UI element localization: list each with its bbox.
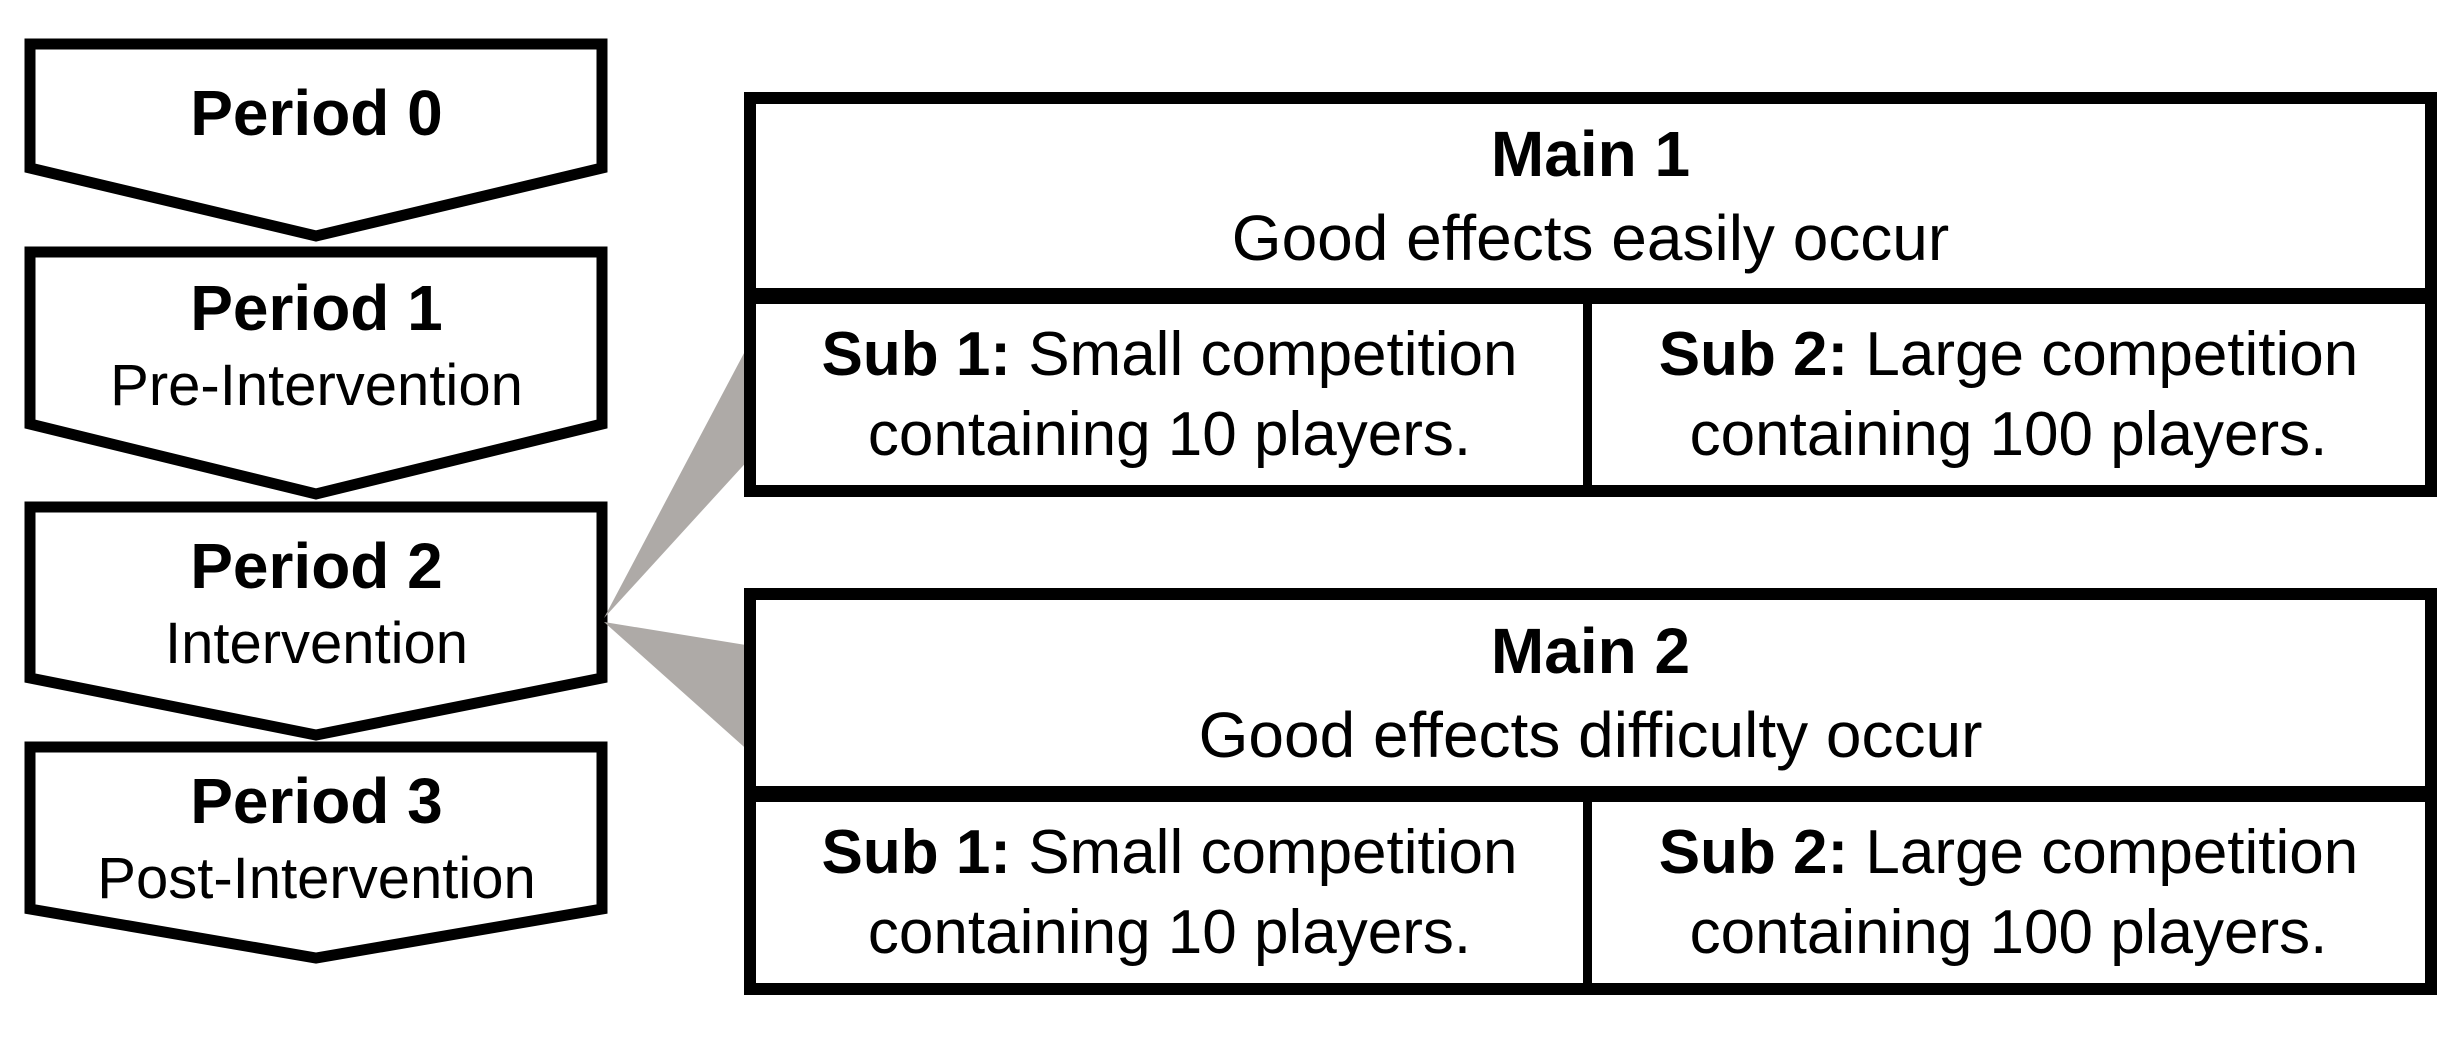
main-1-title: Main 1 (1490, 118, 1691, 190)
chevron-period-1 (24, 246, 608, 500)
main-1-sub-row: Sub 1: Small competition containing 10 p… (756, 304, 2425, 485)
main-2-sub-1-cell: Sub 1: Small competition containing 10 p… (756, 802, 1583, 983)
main-1-header: Main 1 Good effects easily occur (756, 104, 2425, 304)
main-2-sub-2-text: Sub 2: Large competition containing 100 … (1658, 817, 2359, 967)
main-1-sub-1-text: Sub 1: Small competition containing 10 p… (821, 319, 1518, 469)
main-1-sub-2-cell: Sub 2: Large competition containing 100 … (1583, 304, 2425, 485)
period-2-subtitle: Intervention (164, 610, 469, 676)
period-0-label: Period 0 (25, 38, 608, 188)
main-2-description: Good effects difficulty occur (1198, 699, 1983, 771)
period-2-label: Period 2 Intervention (25, 507, 608, 702)
period-0-title: Period 0 (190, 76, 443, 149)
connector-wedge-main-1 (604, 338, 752, 618)
period-3-subtitle: Post-Intervention (97, 845, 536, 911)
main-1-box: Main 1 Good effects easily occur Sub 1: … (744, 92, 2437, 497)
chevron-period-2 (24, 501, 608, 741)
main-2-header: Main 2 Good effects difficulty occur (756, 600, 2425, 802)
period-1-title: Period 1 (190, 272, 443, 344)
connector-wedge-main-2 (604, 622, 752, 754)
period-3-title: Period 3 (190, 764, 443, 837)
period-2-title: Period 2 (190, 529, 443, 602)
main-1-sub-2-text: Sub 2: Large competition containing 100 … (1658, 319, 2359, 469)
main-2-sub-1-text: Sub 1: Small competition containing 10 p… (821, 817, 1518, 967)
period-1-subtitle: Pre-Intervention (110, 353, 523, 418)
chevron-period-3 (24, 741, 608, 964)
main-1-sub-1-cell: Sub 1: Small competition containing 10 p… (756, 304, 1583, 485)
main-2-title: Main 2 (1490, 615, 1691, 687)
period-3-label: Period 3 Post-Intervention (25, 747, 608, 932)
period-1-label: Period 1 Pre-Intervention (25, 247, 608, 447)
main-2-box: Main 2 Good effects difficulty occur Sub… (744, 588, 2437, 995)
main-1-description: Good effects easily occur (1231, 202, 1950, 274)
main-2-sub-2-cell: Sub 2: Large competition containing 100 … (1583, 802, 2425, 983)
chevron-period-0 (24, 38, 608, 242)
main-2-sub-row: Sub 1: Small competition containing 10 p… (756, 802, 2425, 983)
